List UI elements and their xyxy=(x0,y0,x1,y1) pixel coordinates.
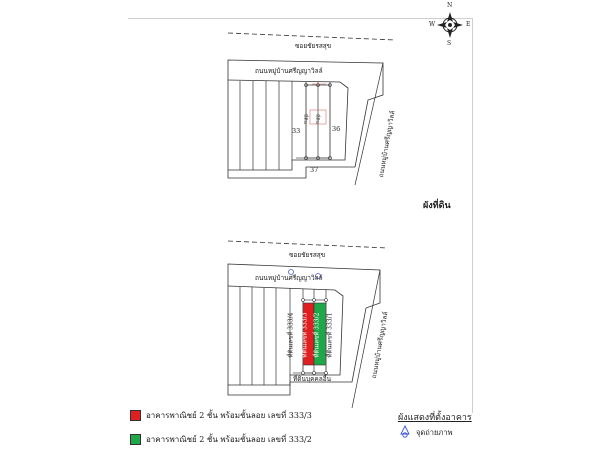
lower-lot-333-4-label: ที่ดินเลขที่ 333/4 xyxy=(287,312,295,358)
upper-lot-36: 36 xyxy=(332,125,341,133)
lower-bottom-label: ที่ดินบุคคลอื่น xyxy=(293,375,332,383)
lower-road-edge xyxy=(351,269,381,409)
compass-rose-icon xyxy=(437,12,463,38)
legend-red-label: อาคารพาณิชย์ 2 ชั้น พร้อมชั้นลอย เลขที่ … xyxy=(146,411,312,420)
compass-south-label: S xyxy=(447,40,452,47)
lower-boundary xyxy=(227,263,381,396)
lower-street-label: ซอยชัยรสสุข xyxy=(289,251,326,259)
lower-lot-333-1-label: ที่ดินเลขที่ 333/1 xyxy=(326,312,334,358)
upper-plot-label-1: ที่ดิน xyxy=(301,114,308,124)
compass-west-label: W xyxy=(429,21,436,28)
photo-marker-icon xyxy=(288,269,321,279)
lower-lot-333-2-label: ที่ดินเลขที่ 333/2 xyxy=(313,312,321,358)
lower-village-road-label: ถนนหมู่บ้านศรีญญาวิลล์ xyxy=(255,274,323,282)
lower-plan xyxy=(227,240,389,409)
legend-right-title: ผังแสดงที่ตั้งอาคาร xyxy=(398,413,472,423)
legend-right-item: จุดถ่ายภาพ xyxy=(416,428,453,437)
legend-green-label: อาคารพาณิชย์ 2 ชั้น พร้อมชั้นลอย เลขที่ … xyxy=(146,435,312,444)
legend-green-swatch xyxy=(130,434,141,445)
upper-plot-label-2: ที่ดิน xyxy=(313,114,320,124)
upper-street-label: ซอยชัยรสสุข xyxy=(295,42,332,50)
upper-road-edge xyxy=(354,62,384,186)
upper-village-road-label: ถนนหมู่บ้านศรีญญาวิลล์ xyxy=(255,67,323,75)
frame-right-line xyxy=(472,18,473,413)
plan-title: ผังที่ดิน xyxy=(423,201,451,211)
upper-boundary xyxy=(227,59,384,179)
upper-lot-37: 37 xyxy=(310,166,319,174)
upper-plan xyxy=(227,32,396,186)
frame-top-line xyxy=(128,18,473,19)
upper-street-dashed xyxy=(227,32,396,41)
lower-lot-333-3-label: ที่ดินเลขที่ 333/3 xyxy=(301,312,309,358)
upper-lot-33: 33 xyxy=(292,127,301,135)
lower-street-dashed xyxy=(227,240,389,249)
legend-red-swatch xyxy=(130,410,141,421)
upper-block xyxy=(227,79,349,171)
compass-north-label: N xyxy=(447,2,453,9)
compass-east-label: E xyxy=(466,21,471,28)
camera-point-icon xyxy=(400,424,410,438)
lower-block xyxy=(227,285,344,386)
